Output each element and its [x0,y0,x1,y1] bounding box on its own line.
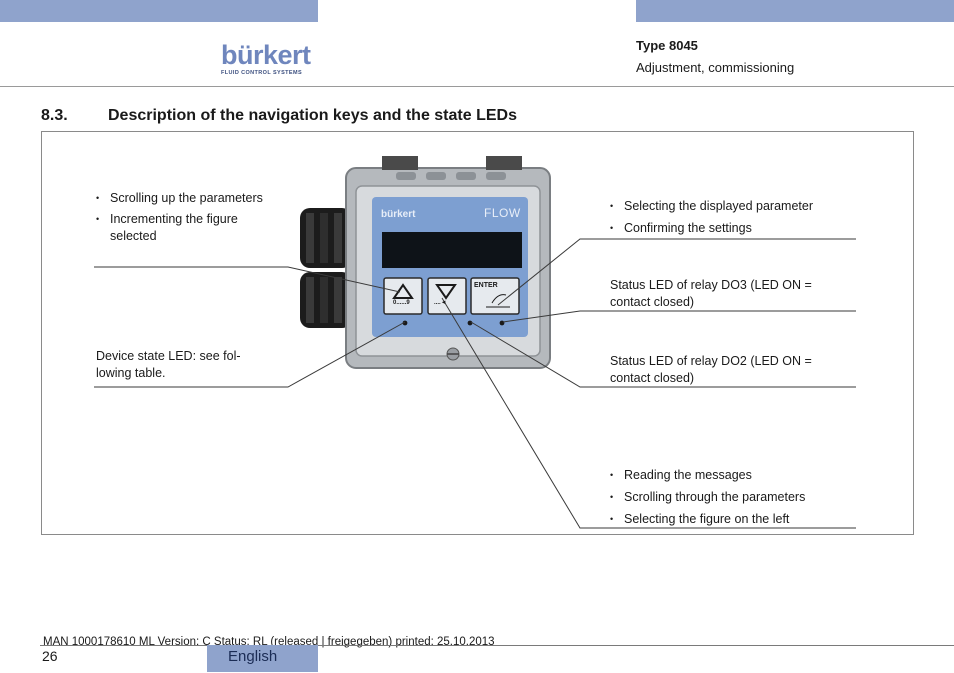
header-accent-bar-left [0,0,318,22]
document-type: Type 8045 [636,38,698,53]
key-enter [470,277,520,315]
header-divider [0,86,954,87]
section-number: 8.3. [41,107,68,124]
key-down-sublabel: ....◄ [434,300,447,306]
figure-frame [41,131,914,535]
relay-do3-led [499,320,505,326]
brand-logo: bürkert FLUID CONTROL SYSTEMS [221,42,321,78]
housing-clip-left [382,156,418,170]
up-key-description: Scrolling up the parameters Incrementing… [96,190,286,245]
housing-clip-right [486,156,522,170]
chapter-subtitle: Adjustment, commissioning [636,60,795,75]
list-item: Confirming the settings [610,220,860,237]
list-item: Selecting the displayed parameter [610,198,860,215]
relay-do2-led [467,320,473,326]
down-key-description: Reading the messages Scrolling through t… [610,467,860,528]
device-flow-label: FLOW [484,206,521,220]
brand-logo-tagline: FLUID CONTROL SYSTEMS [221,70,303,76]
key-down [427,277,467,315]
brand-logo-wordmark: bürkert [221,40,311,70]
page-number: 26 [42,648,58,664]
leader-lines [94,238,856,529]
device-state-led-description: Device state LED: see fol-lowing table. [96,349,241,380]
list-item: Scrolling up the parameters [96,190,286,207]
list-item: Reading the messages [610,467,860,484]
cable-gland-top [300,208,352,268]
relay-do3-led-description: Status LED of relay DO3 (LED ON = contac… [610,278,812,309]
header-accent-bar-right [636,0,954,22]
section-title: Description of the navigation keys and t… [108,107,517,124]
language-tab [207,645,318,672]
language-label: English [228,648,278,665]
relay-do2-led-description: Status LED of relay DO2 (LED ON = contac… [610,354,812,385]
cable-gland-bottom [300,272,352,328]
key-up-sublabel: 0......9 [393,300,410,306]
key-up [383,277,423,315]
device-state-led [402,320,408,326]
device-brand: bürkert [381,209,416,220]
enter-key-description: Selecting the displayed parameter Confir… [610,198,860,237]
list-item: Scrolling through the parameters [610,489,860,506]
key-enter-label: ENTER [474,282,498,289]
lcd-display [382,232,522,268]
footer-divider [40,645,954,646]
list-item: Selecting the figure on the left [610,511,860,528]
list-item: Incrementing the figure selected [96,211,286,245]
